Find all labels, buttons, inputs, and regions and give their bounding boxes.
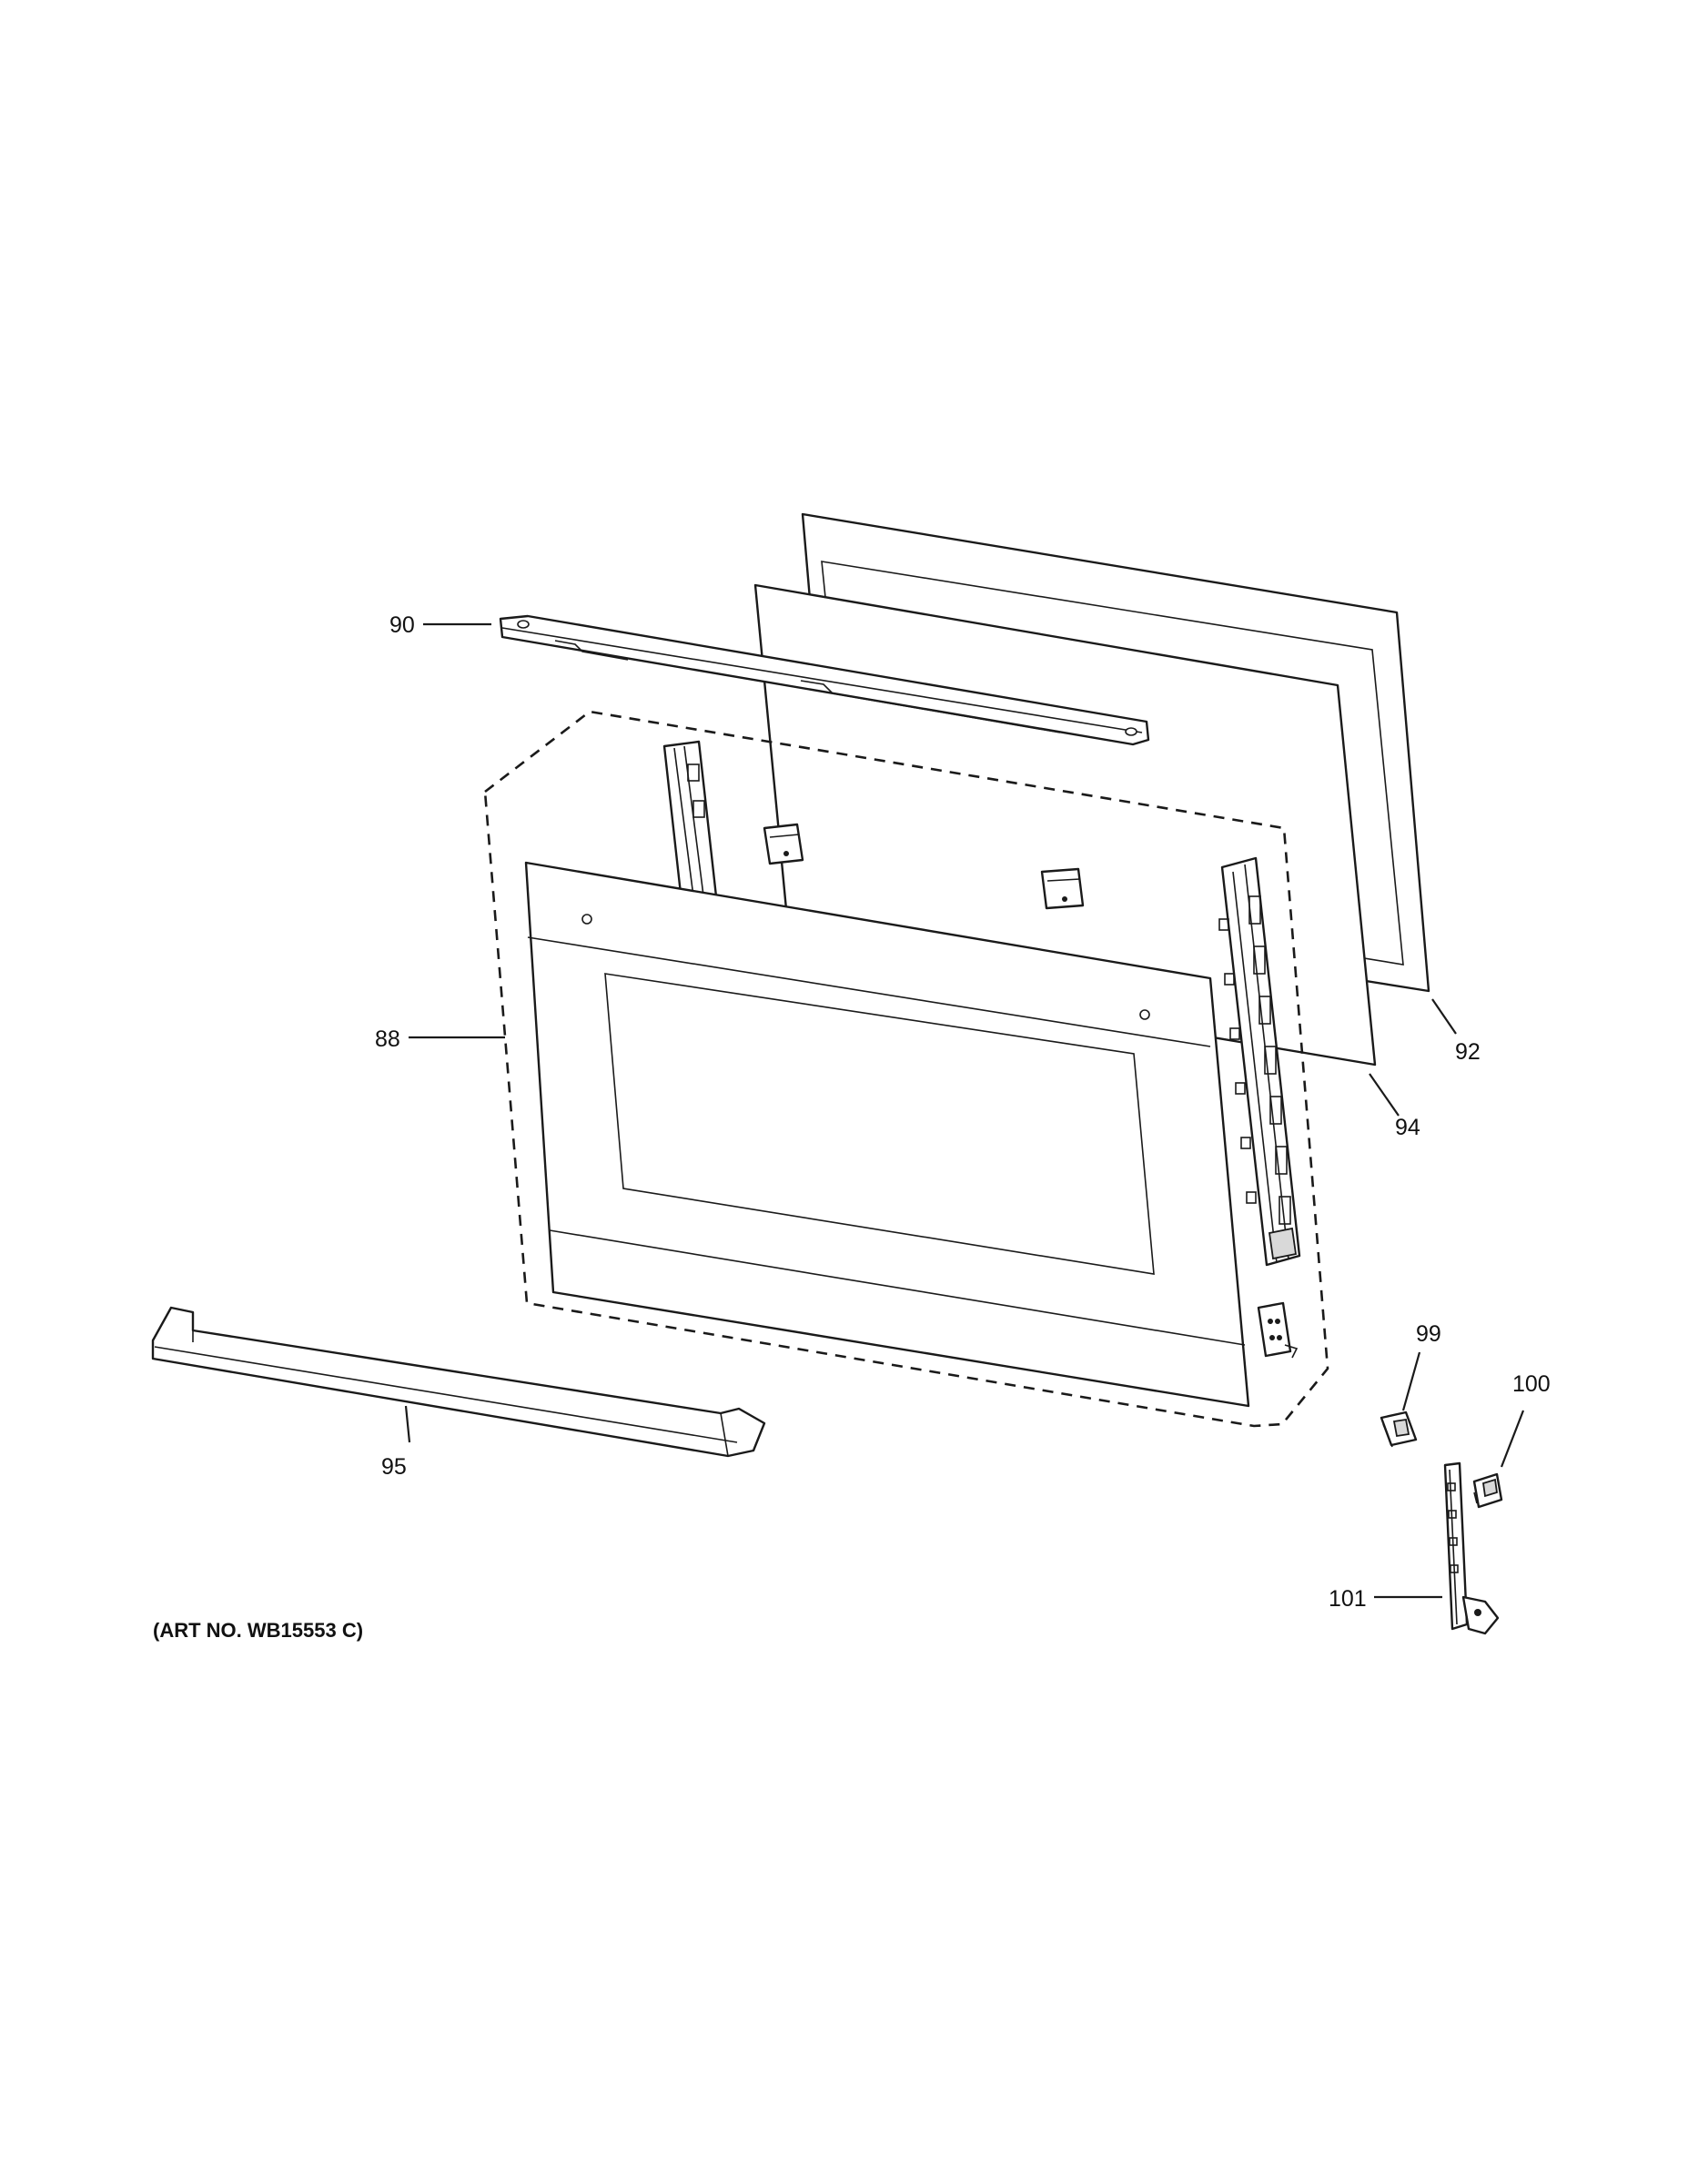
callout-94: 94 — [1395, 1115, 1420, 1140]
hinge-receiver-left — [763, 823, 804, 865]
bottom-hinge-bracket — [1257, 1301, 1299, 1359]
callout-92: 92 — [1455, 1039, 1481, 1065]
left-door-channel — [662, 740, 718, 898]
leader-lines — [404, 622, 1525, 1599]
callout-88: 88 — [375, 1026, 400, 1052]
hinge-receiver — [1472, 1472, 1503, 1509]
callout-95: 95 — [381, 1454, 407, 1480]
door-handle — [151, 1306, 766, 1458]
art-number: (ART NO. WB15553 C) — [153, 1619, 363, 1642]
callout-99: 99 — [1416, 1321, 1441, 1347]
callout-101: 101 — [1329, 1586, 1367, 1612]
front-door-glass — [524, 861, 1250, 1408]
door-assembly — [483, 710, 1329, 1428]
callout-labels: 90 88 92 94 95 99 100 101 — [375, 612, 1551, 1612]
door-top-trim — [499, 614, 1150, 746]
callout-100: 100 — [1512, 1371, 1551, 1397]
door-hinge — [1443, 1461, 1500, 1635]
callout-90: 90 — [389, 612, 415, 638]
hinge-clip — [1380, 1410, 1418, 1448]
hinge-receiver-right — [1040, 867, 1085, 910]
right-door-channel — [1218, 856, 1301, 1267]
